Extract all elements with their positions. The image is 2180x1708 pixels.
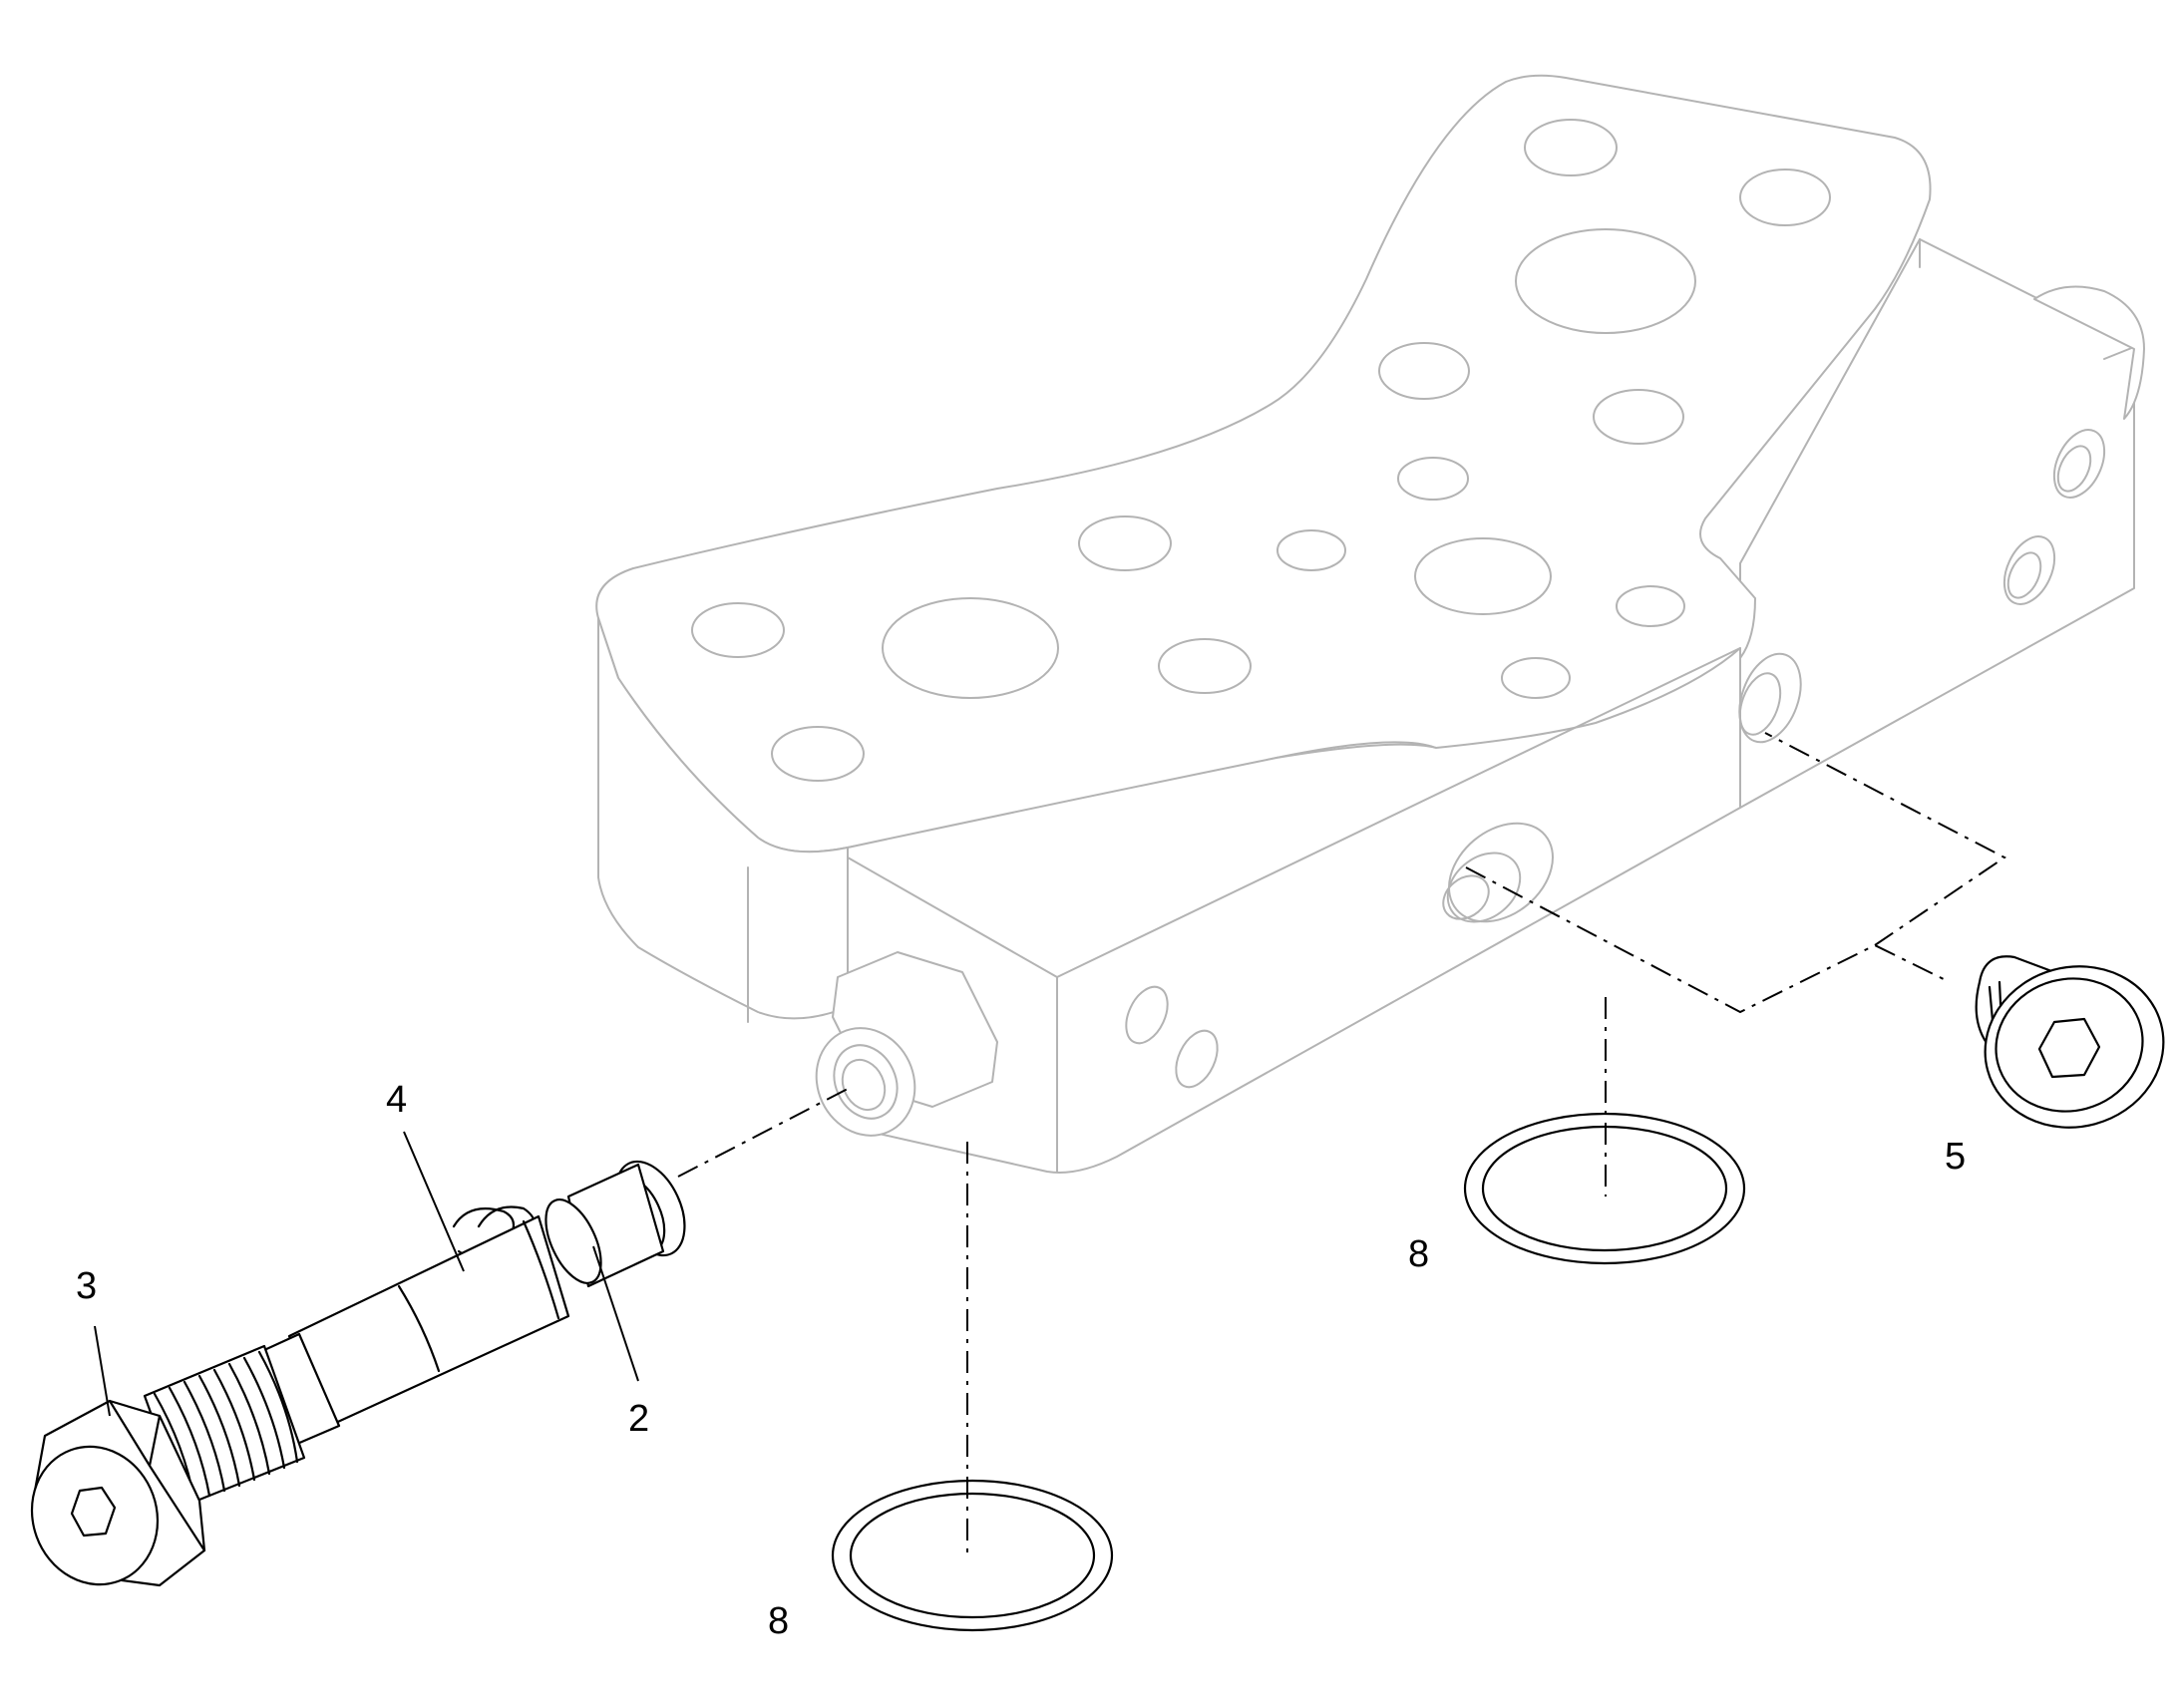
hex-socket-plug bbox=[1975, 955, 2165, 1129]
callouts: 2 3 4 5 8 8 bbox=[76, 1079, 1966, 1642]
callout-2: 2 bbox=[628, 1398, 649, 1440]
thread-lines bbox=[153, 1350, 299, 1503]
valve-block bbox=[595, 74, 2145, 1174]
cartridge-socket bbox=[70, 1486, 117, 1537]
callout-3: 3 bbox=[76, 1265, 97, 1307]
assembly-centerlines bbox=[677, 732, 2006, 1555]
centerline-cartridge bbox=[677, 1088, 849, 1178]
callout-8-bottom: 8 bbox=[768, 1600, 789, 1642]
leader-4 bbox=[403, 1131, 465, 1272]
centerline-plug-path bbox=[1465, 732, 2006, 1014]
relief-valve-cartridge bbox=[30, 1160, 686, 1587]
leader-3 bbox=[94, 1325, 111, 1417]
block-front-bar bbox=[847, 647, 1741, 1174]
callout-8-right: 8 bbox=[1408, 1233, 1429, 1275]
block-port-holes bbox=[691, 119, 1831, 782]
block-front-lower bbox=[597, 617, 849, 1020]
o-ring-right bbox=[1463, 1112, 1746, 1265]
block-rear-boss bbox=[2033, 285, 2145, 420]
leader-2 bbox=[592, 1245, 639, 1382]
callout-4: 4 bbox=[386, 1079, 407, 1121]
callout-5: 5 bbox=[1945, 1136, 1966, 1178]
leader-lines bbox=[94, 1131, 639, 1417]
block-side-ports bbox=[1125, 429, 2106, 1089]
o-ring-bottom bbox=[831, 1479, 1114, 1632]
block-hex-fitting bbox=[815, 951, 998, 1137]
